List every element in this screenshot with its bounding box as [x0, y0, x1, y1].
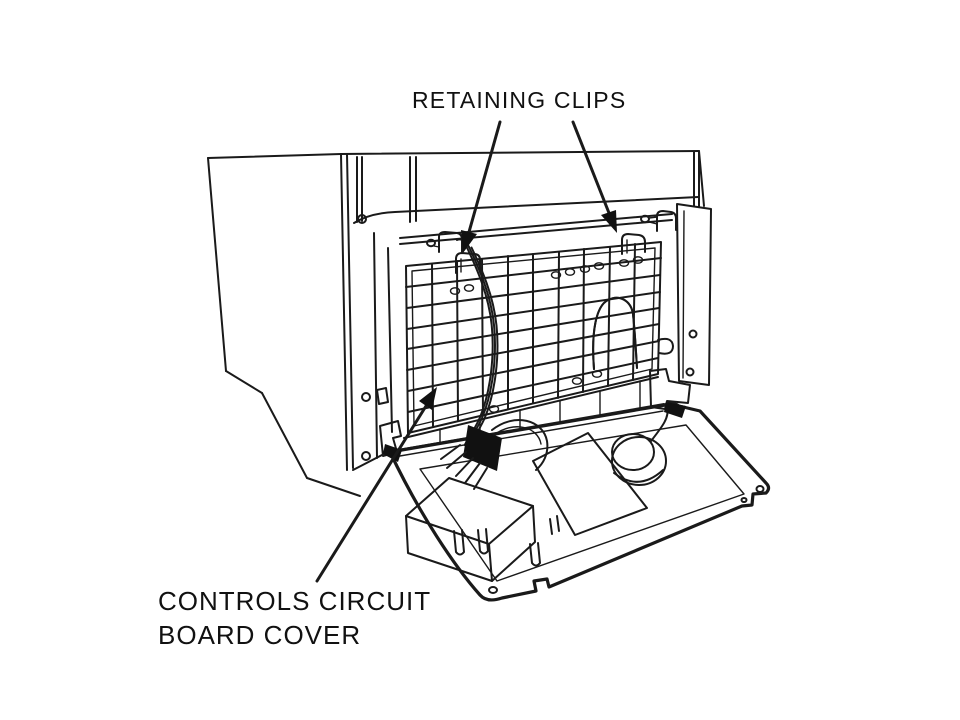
controls-circuit-board-cover-label: CONTROLS CIRCUIT BOARD COVER [158, 584, 431, 652]
wire-harness [440, 238, 549, 490]
door-screw-hole [488, 586, 498, 594]
leader-arrow-retaining-clip-left [461, 120, 502, 253]
screw [361, 392, 371, 402]
door-tray [419, 424, 745, 582]
door-hinge-right [649, 368, 691, 418]
screw [357, 214, 367, 224]
rail-pin-left [426, 238, 436, 248]
controls-circuit-board-cover-grid [405, 233, 674, 434]
retaining-clip-right [621, 233, 646, 255]
controls-cover-label-line2: BOARD COVER [158, 620, 362, 650]
door-outline [388, 401, 771, 602]
retaining-clip-left [455, 252, 481, 274]
controls-cover-label-line1: CONTROLS CIRCUIT [158, 586, 432, 616]
harness-branch-wire [491, 419, 549, 471]
retaining-rail [399, 210, 677, 253]
door-hinge-left [379, 420, 402, 462]
harness-connector [440, 425, 502, 490]
transformer-box [405, 477, 541, 582]
door-screw-hole [755, 485, 765, 493]
door-screw-hole [740, 497, 748, 503]
leader-arrow-retaining-clip-right [571, 120, 617, 233]
circuit-board [532, 432, 648, 536]
right-stile [676, 203, 712, 386]
grid-side-hook [657, 337, 674, 355]
rail-tab-right [656, 210, 677, 232]
screw [688, 329, 698, 339]
rail-pin-right [640, 214, 650, 224]
cabinet-outline [207, 150, 705, 497]
screw [361, 451, 371, 461]
retaining-clips-label: RETAINING CLIPS [412, 87, 627, 113]
leader-arrow-controls-cover [315, 387, 437, 583]
access-door [379, 368, 771, 602]
grid-screw-bosses [449, 256, 644, 413]
screw [685, 367, 695, 377]
